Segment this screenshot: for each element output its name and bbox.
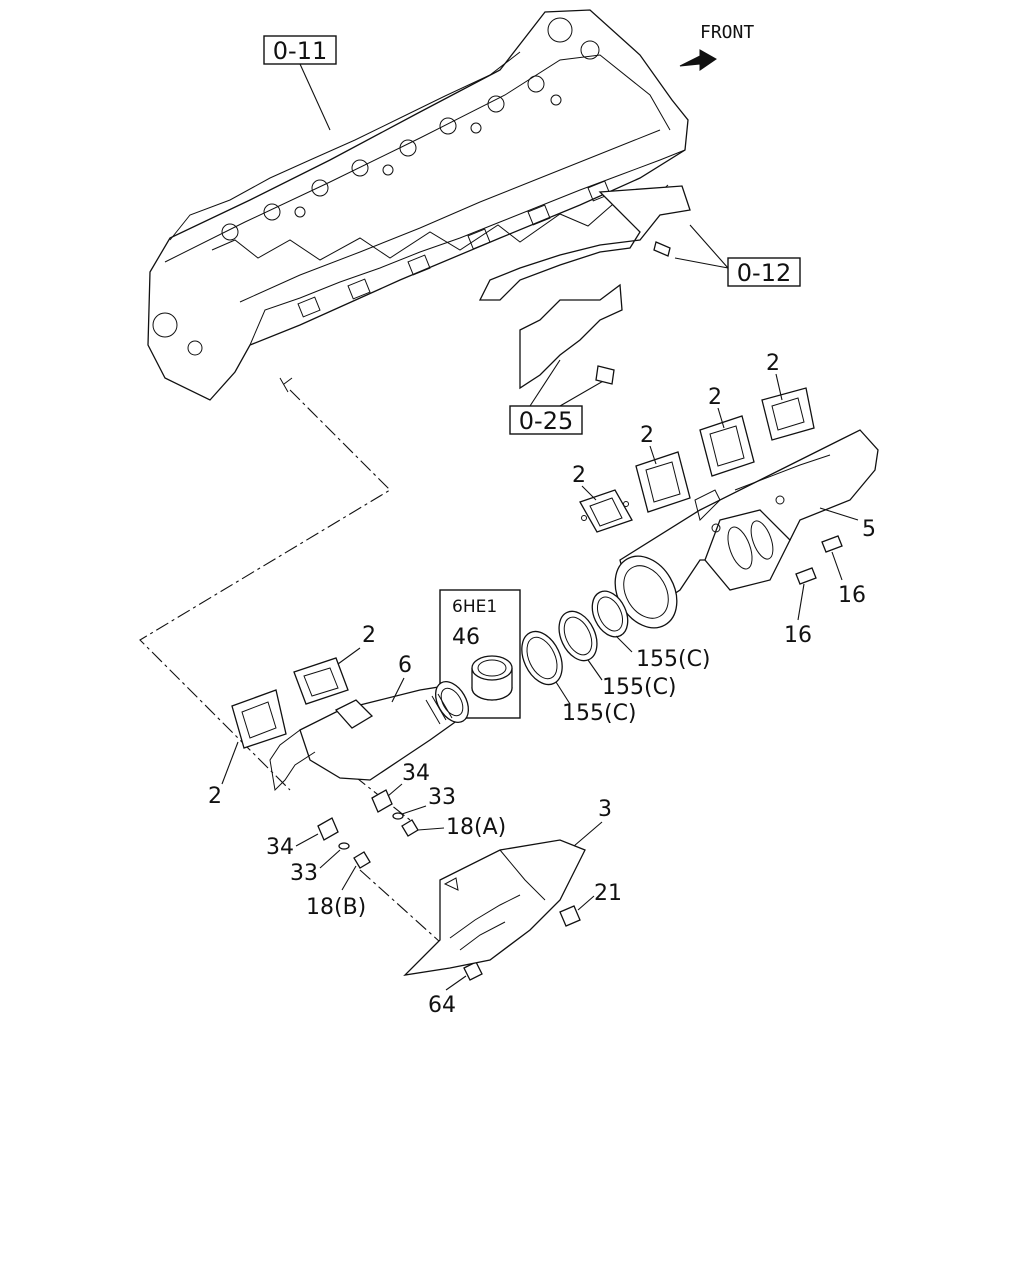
stud-16-left [795,567,817,585]
sealing-rings [521,590,629,686]
callout-gasket-b: 2 [708,385,722,410]
callout-nut-b: 18(B) [306,895,366,920]
callout-spacer-a: 34 [402,761,430,786]
callout-gasket-e: 2 [362,623,376,648]
callout-ring-c: 155(C) [562,701,637,726]
callout-ring-b: 155(C) [602,675,677,700]
front-direction-indicator: FRONT [679,22,754,71]
reference-0-11: 0-11 [263,35,337,131]
callout-bolt: 21 [594,881,622,906]
gasket-upper-1 [579,489,633,533]
callout-nut-shield: 64 [428,993,456,1018]
upper-brackets [478,185,691,390]
callout-spacer-b: 34 [266,835,294,860]
callout-heat-shield: 3 [598,797,612,822]
callouts: 2 2 2 2 2 2 5 6 3 16 16 155(C) 155(C) 15… [208,351,876,1018]
front-exhaust-manifold [269,681,470,792]
gasket-upper-4 [761,387,815,441]
gasket-lower-1 [293,657,349,705]
callout-ring-a: 155(C) [636,647,711,672]
gasket-lower-2 [231,689,287,749]
nut-18a [401,819,419,837]
gasket-upper-2 [635,451,691,513]
bolt-21 [559,905,581,927]
inset-6he1: 6HE1 46 [439,589,521,719]
callout-stud-a: 16 [838,583,866,608]
reference-0-12-label: 0-12 [737,259,791,287]
heat-shield [403,839,586,976]
centerline-head-to-pipe [139,389,391,791]
rear-exhaust-manifold [614,429,879,629]
callout-manifold-front: 6 [398,653,412,678]
nut-18b [353,851,371,869]
reference-0-12: 0-12 [674,224,801,287]
callout-stud-b: 16 [784,623,812,648]
washer-33-upper [392,812,404,820]
callout-washer-b: 33 [290,861,318,886]
callout-gasket-a: 2 [766,351,780,376]
inset-part-label: 46 [452,625,480,650]
reference-0-25: 0-25 [509,359,606,435]
callout-gasket-f: 2 [208,784,222,809]
reference-0-11-label: 0-11 [273,37,327,65]
cylinder-head [147,9,689,401]
callout-nut-a: 18(A) [446,815,506,840]
callout-washer-a: 33 [428,785,456,810]
front-label: FRONT [700,22,754,43]
gasket-upper-3 [699,415,755,477]
inset-engine-label: 6HE1 [452,597,497,617]
washer-33-lower [338,842,350,850]
spacer-34-lower [317,817,339,841]
reference-0-25-label: 0-25 [519,407,573,435]
callout-gasket-d: 2 [572,463,586,488]
callout-manifold-rear: 5 [862,517,876,542]
sealing-ring-c [591,590,629,638]
front-arrow-icon [679,49,717,71]
sealing-ring-a [521,630,563,686]
callout-gasket-c: 2 [640,423,654,448]
sealing-ring-b [558,610,598,662]
spacer-34-upper [371,789,393,813]
stud-16-right [821,535,843,553]
